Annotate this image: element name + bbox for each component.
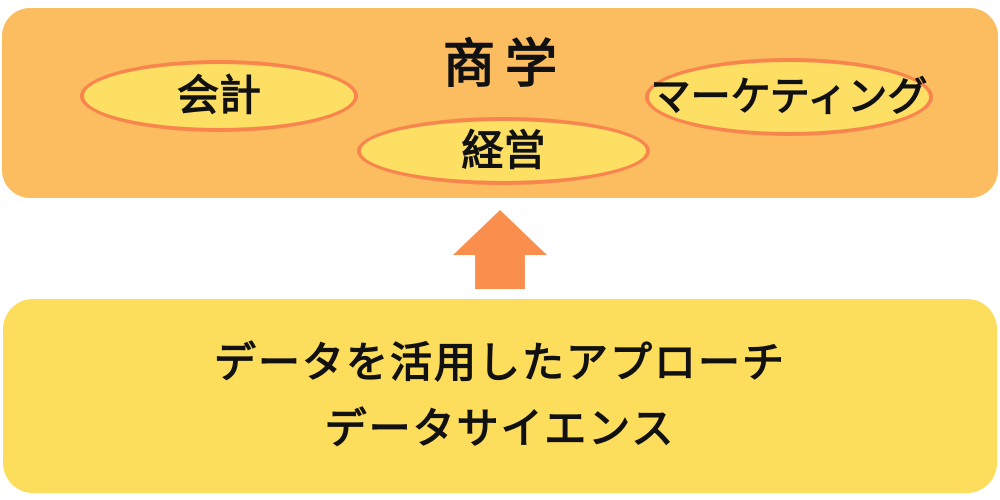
ellipse-label-management: 経営 [461,126,546,175]
data-approach-text: データを活用したアプローチ データサイエンス [3,330,997,462]
data-approach-box: データを活用したアプローチ データサイエンス [3,299,997,493]
commerce-box: 商学 会計 経営 マーケティング [2,8,998,198]
ellipse-accounting: 会計 [80,60,358,132]
ellipse-marketing: マーケティング [645,58,933,136]
ellipse-label-marketing: マーケティング [650,74,928,120]
ellipse-management: 経営 [357,117,650,185]
ellipse-label-accounting: 会計 [176,71,261,120]
up-arrow-icon [453,210,547,289]
approach-line: データを活用したアプローチ [213,338,786,387]
data-science-line: データサイエンス [324,404,676,453]
commerce-title: 商学 [442,35,567,95]
